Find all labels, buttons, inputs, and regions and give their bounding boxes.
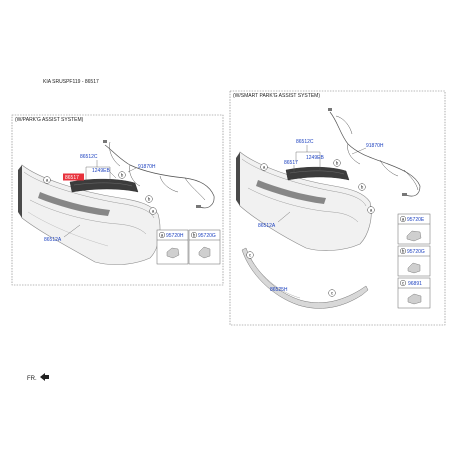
left-legend-a-part[interactable]: 95720H [166,233,184,239]
right-callout-a-letter: a [263,165,266,170]
right-bumper-cover [236,151,372,251]
left-leader-91870H [127,167,137,173]
left-part-1249EB[interactable]: 1249EB [92,168,110,174]
left-legend-a: a 95720H [156,229,189,265]
left-callout-b2 [145,195,153,203]
right-callout-b2 [358,183,366,191]
front-direction-label: FR. [27,376,37,382]
left-callout-a2 [149,207,157,215]
frame-left-title: (W/PARK'G ASSIST SYSTEM) [15,117,84,123]
right-legend-c-letter: c [402,281,405,286]
left-part-86517-highlight [63,173,84,181]
clip-95720G-icon [198,246,211,259]
right-callout-a [260,163,268,171]
left-leader-1249EB [109,171,117,179]
diagram-title: KIA SRUSPF119 - 86517 [43,79,99,85]
right-callout-c [246,251,254,259]
right-callout-a2-letter: a [370,208,373,213]
left-legend-b-letter: b [193,233,196,238]
left-leader-86512A [63,224,81,238]
left-grille-molding [69,178,139,193]
clip-96891-icon [407,293,422,305]
left-part-86512A[interactable]: 86512A [44,237,62,243]
right-callout-b [333,159,341,167]
right-part-1249EB[interactable]: 1249EB [306,155,324,161]
right-grille-molding [285,166,350,181]
left-callout-a2-letter: a [152,209,155,214]
right-legend-a-part[interactable]: 95720E [407,217,425,223]
right-legend-c: c 96891 [397,277,431,309]
left-part-86517[interactable]: 86517 [65,175,79,181]
left-callout-b [118,171,126,179]
left-callout-a [43,176,51,184]
right-callout-b2-letter: b [361,185,364,190]
frame-right [229,90,446,326]
left-callout-b-letter: b [121,173,124,178]
frame-left [11,114,224,286]
left-legend-b: b 95720G [188,229,221,265]
right-callout-c2-letter: c [331,291,334,296]
frame-right-title: (W/SMART PARK'G ASSIST SYSTEM) [233,93,320,99]
left-leader-86512C [85,160,111,181]
right-part-86512C[interactable]: 86512C [296,139,314,145]
right-wiring-harness [328,108,421,197]
right-leader-86512C [295,145,321,170]
right-callout-a2 [367,206,375,214]
right-part-86512A[interactable]: 86512A [258,223,276,229]
right-callout-b-letter: b [336,161,339,166]
right-part-91870H[interactable]: 91870H [366,143,384,149]
clip-95720E-icon [406,230,422,242]
clip-95720G-right-icon [407,262,421,274]
front-arrow-icon [40,373,49,381]
left-callout-b2-letter: b [148,197,151,202]
right-part-86525H[interactable]: 86525H [270,287,288,293]
right-legend-a-letter: a [402,217,405,222]
left-legend-b-part[interactable]: 95720G [198,233,216,239]
left-callout-a-letter: a [46,178,49,183]
left-part-91870H[interactable]: 91870H [138,164,156,170]
right-part-86517[interactable]: 86517 [284,160,298,166]
right-lower-trim [241,247,369,309]
right-legend-b-letter: b [402,249,405,254]
left-wiring-harness [103,140,215,209]
right-legend-a: a 95720E [397,213,431,245]
left-part-86512C[interactable]: 86512C [80,154,98,160]
right-leader-86512A [277,211,291,223]
left-legend-a-letter: a [161,233,164,238]
right-legend-b: b 95720G [397,245,431,277]
right-leader-91870H [351,147,367,155]
right-legend-b-part[interactable]: 95720G [407,249,425,255]
clip-95720H-icon [166,247,180,259]
right-legend-c-part[interactable]: 96891 [408,281,422,287]
right-callout-c2 [328,289,336,297]
right-callout-c-letter: c [249,253,252,258]
left-bumper-cover [18,164,161,265]
